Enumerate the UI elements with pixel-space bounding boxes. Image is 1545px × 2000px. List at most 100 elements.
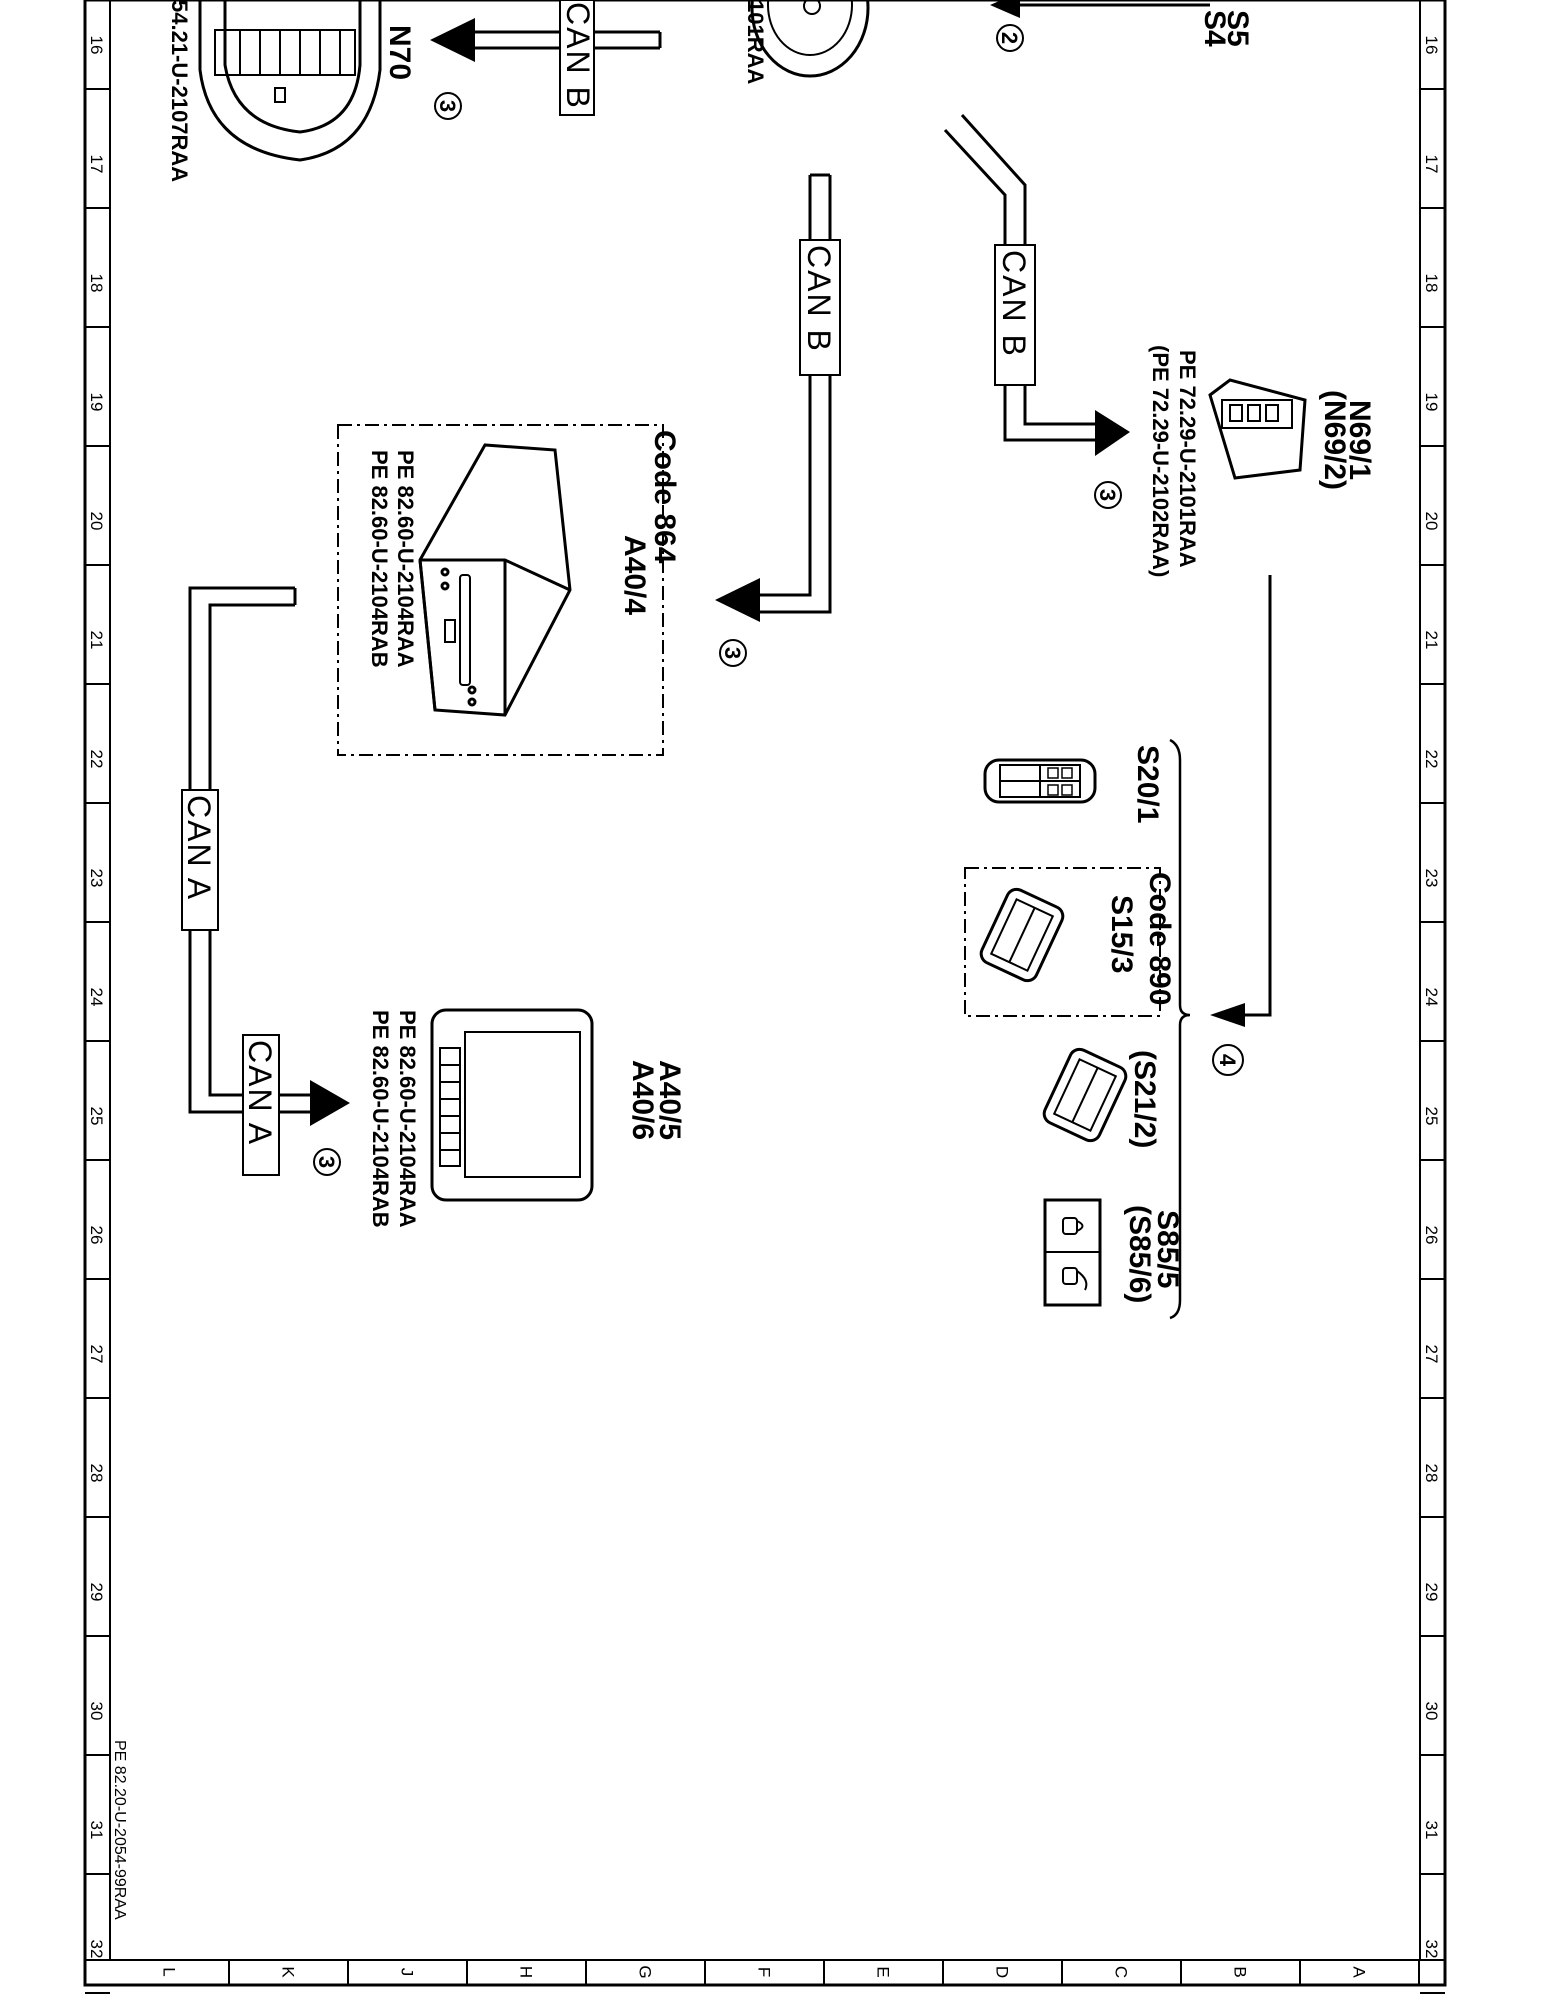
ruler-number: 28 bbox=[1422, 1464, 1441, 1483]
arrow-head bbox=[310, 1080, 350, 1126]
svg-text:3: 3 bbox=[1095, 489, 1120, 501]
lock-open-icon bbox=[1062, 1267, 1088, 1291]
ruler-number: 18 bbox=[1422, 274, 1441, 293]
marker-3: 3 bbox=[719, 639, 747, 667]
ruler-number: 27 bbox=[1422, 1345, 1441, 1364]
marker-2: 2 bbox=[996, 24, 1024, 52]
ruler-letter: F bbox=[755, 1967, 774, 1977]
n69-group: N69/1 (N69/2) PE 72.29-U-2101RAA (PE 72.… bbox=[943, 113, 1376, 577]
lock-closed-icon bbox=[1062, 1217, 1084, 1235]
group-bracket bbox=[1169, 738, 1191, 1320]
drawing-frame bbox=[83, 0, 1447, 1987]
ruler-number: 16 bbox=[1422, 36, 1441, 55]
ruler-letter: K bbox=[279, 1966, 298, 1978]
ruler-letter: G bbox=[636, 1965, 655, 1978]
ruler-number: 17 bbox=[87, 155, 106, 174]
ruler-letter: B bbox=[1231, 1966, 1250, 1977]
ruler-number: 22 bbox=[87, 750, 106, 769]
arrow-head bbox=[1210, 1003, 1245, 1027]
ruler-number: 19 bbox=[1422, 393, 1441, 412]
label-s85-5: S85/5 bbox=[1151, 1210, 1184, 1288]
svg-text:3: 3 bbox=[435, 100, 460, 112]
marker-4: 4 bbox=[1212, 1044, 1244, 1076]
ruler-letter: E bbox=[874, 1966, 893, 1977]
ruler-number: 26 bbox=[87, 1226, 106, 1245]
label-n70: N70 bbox=[383, 25, 416, 80]
can-b-label: CAN B bbox=[560, 2, 596, 110]
ruler-number: 18 bbox=[87, 274, 106, 293]
s21-switch-icon bbox=[1042, 1047, 1128, 1143]
can-b-box bbox=[994, 244, 1036, 386]
ruler-number: 16 bbox=[87, 36, 106, 55]
s20-switch-icon bbox=[983, 758, 1097, 804]
ruler-number: 25 bbox=[87, 1107, 106, 1126]
ruler-number: 20 bbox=[1422, 512, 1441, 531]
a404-group: Code 864 A40/4 PE 82.60-U-2104RAA PE 82.… bbox=[337, 424, 681, 756]
ruler-letter: H bbox=[517, 1966, 536, 1978]
n70-reference: 54.21-U-2107RAA bbox=[167, 0, 192, 182]
ruler-letter: C bbox=[1112, 1966, 1131, 1978]
ruler-number: 21 bbox=[87, 631, 106, 650]
svg-text:3: 3 bbox=[720, 647, 745, 659]
label-s15-3: S15/3 bbox=[1105, 895, 1138, 973]
label-a40-5: A40/5 bbox=[653, 1060, 686, 1140]
marker-3: 3 bbox=[313, 1148, 341, 1176]
ruler-number: 32 bbox=[1422, 1940, 1441, 1959]
ruler-number: 19 bbox=[87, 393, 106, 412]
svg-text:2: 2 bbox=[997, 32, 1022, 44]
label-s20-1: S20/1 bbox=[1131, 745, 1164, 823]
ruler-letter: J bbox=[398, 1968, 417, 1977]
label-a40-6: A40/6 bbox=[626, 1060, 659, 1140]
ruler-number: 31 bbox=[1422, 1821, 1441, 1840]
arrow-head bbox=[715, 578, 760, 622]
arrow-head bbox=[990, 0, 1020, 18]
ruler-number: 21 bbox=[1422, 631, 1441, 650]
can-b-label: CAN B bbox=[801, 245, 837, 353]
ruler-number: 29 bbox=[87, 1583, 106, 1602]
a405-group: A40/5 A40/6 PE 82.60-U-2104RAA PE 82.60-… bbox=[368, 1008, 686, 1228]
ruler-number: 27 bbox=[87, 1345, 106, 1364]
ruler-number: 23 bbox=[87, 869, 106, 888]
n69-pe-2: (PE 72.29-U-2102RAA) bbox=[1148, 345, 1173, 577]
document-reference: PE 82.20-U-2054-99RAA bbox=[111, 1740, 128, 1920]
label-a40-4: A40/4 bbox=[618, 535, 651, 615]
label-s4: S4 bbox=[1198, 10, 1231, 47]
a405-pe-1: PE 82.60-U-2104RAA bbox=[395, 1010, 420, 1228]
can-b-box bbox=[559, 0, 595, 116]
ruler-number: 32 bbox=[87, 1940, 106, 1959]
label-n69-1: N69/1 bbox=[1343, 400, 1376, 480]
n70-group: 54.21-U-2107RAA CAN B N70 3 bbox=[167, 0, 662, 182]
s5-s4-group: S5 S4 2 bbox=[990, 0, 1254, 52]
switch-group: 4 S20/1 Code 890 S15/3 (S21/2 bbox=[964, 575, 1272, 1320]
ruler-letter: A bbox=[1350, 1966, 1369, 1978]
ruler-number: 30 bbox=[87, 1702, 106, 1721]
ruler-number: 22 bbox=[1422, 750, 1441, 769]
label-n69-2: (N69/2) bbox=[1318, 390, 1351, 490]
a404-pe-1: PE 82.60-U-2104RAA bbox=[393, 450, 418, 668]
display-icon bbox=[430, 1008, 594, 1202]
svg-text:4: 4 bbox=[1215, 1054, 1240, 1067]
can-a-label: CAN A bbox=[181, 795, 217, 901]
ruler-number: 30 bbox=[1422, 1702, 1441, 1721]
can-a-box bbox=[242, 1034, 280, 1176]
ruler-letter: D bbox=[993, 1966, 1012, 1978]
wire-to-switches bbox=[1245, 575, 1272, 1017]
marker-3: 3 bbox=[1094, 481, 1122, 509]
n69-pe-1: PE 72.29-U-2101RAA bbox=[1175, 350, 1200, 568]
can-a-box bbox=[181, 789, 219, 931]
code-890-label: Code 890 bbox=[1143, 872, 1176, 1005]
arrow-head bbox=[1095, 410, 1130, 456]
ruler-number: 28 bbox=[87, 1464, 106, 1483]
ruler-number: 23 bbox=[1422, 869, 1441, 888]
can-b-label: CAN B bbox=[996, 250, 1032, 358]
clock-reference: 101RAA bbox=[743, 0, 768, 84]
s85-lock-switch-icon bbox=[1043, 1198, 1102, 1307]
can-a-label: CAN A bbox=[242, 1040, 278, 1146]
clock-icon bbox=[750, 0, 870, 78]
a405-pe-2: PE 82.60-U-2104RAB bbox=[368, 1010, 393, 1228]
can-b-box bbox=[799, 239, 841, 376]
arrow-head bbox=[430, 18, 475, 62]
